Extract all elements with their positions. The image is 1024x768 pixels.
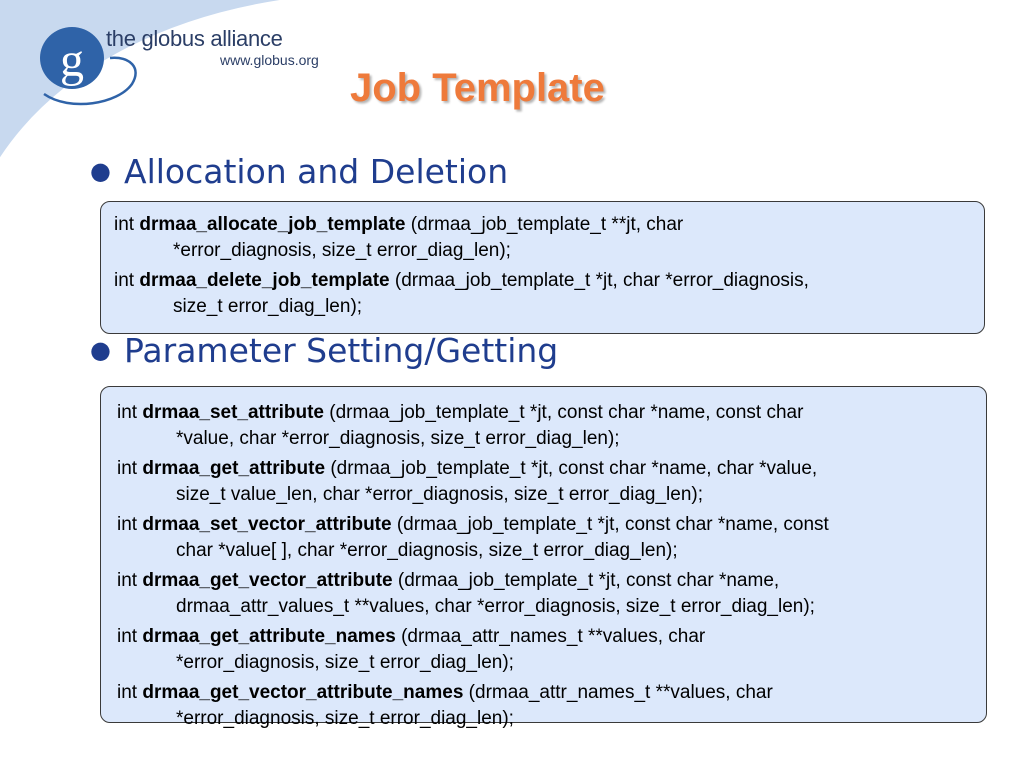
logo-name: the globus alliance (106, 26, 283, 51)
code-box-allocation: int drmaa_allocate_job_template (drmaa_j… (100, 201, 985, 334)
function-name: drmaa_get_attribute (142, 458, 326, 479)
function-args-continued: *error_diagnosis, size_t error_diag_len)… (176, 652, 514, 673)
function-args: (drmaa_job_template_t **jt, char (410, 214, 684, 235)
function-signature: int drmaa_get_attribute_names (drmaa_att… (117, 624, 972, 676)
return-type: int (117, 626, 138, 647)
function-name: drmaa_set_vector_attribute (142, 514, 392, 535)
function-args-continued: *error_diagnosis, size_t error_diag_len)… (176, 708, 514, 729)
header-swoosh: g (0, 0, 291, 161)
logo-url: www.globus.org (220, 52, 319, 68)
function-args-continued: *error_diagnosis, size_t error_diag_len)… (173, 240, 511, 261)
function-name: drmaa_get_attribute_names (142, 626, 396, 647)
slide-title: Job Template (350, 66, 605, 110)
bullet-dot-icon: ● (90, 336, 111, 364)
function-args: (drmaa_job_template_t *jt, const char *n… (397, 570, 780, 591)
function-signature: int drmaa_get_attribute (drmaa_job_templ… (117, 456, 972, 508)
function-signature: int drmaa_allocate_job_template (drmaa_j… (114, 212, 970, 264)
function-args-continued: size_t value_len, char *error_diagnosis,… (176, 484, 704, 505)
function-args: (drmaa_attr_names_t **values, char (401, 626, 706, 647)
function-name: drmaa_get_vector_attribute (142, 570, 393, 591)
bullet-allocation-deletion: ● Allocation and Deletion (90, 152, 508, 191)
function-signature: int drmaa_set_attribute (drmaa_job_templ… (117, 400, 972, 452)
bullet-parameter-setting: ● Parameter Setting/Getting (90, 331, 558, 370)
function-args: (drmaa_job_template_t *jt, const char *n… (329, 402, 804, 423)
function-args: (drmaa_job_template_t *jt, char *error_d… (394, 270, 809, 291)
function-name: drmaa_set_attribute (142, 402, 324, 423)
function-args-continued: drmaa_attr_values_t **values, char *erro… (176, 596, 815, 617)
return-type: int (117, 514, 138, 535)
bullet-heading: Allocation and Deletion (124, 152, 509, 191)
bullet-heading: Parameter Setting/Getting (124, 331, 559, 370)
function-name: drmaa_allocate_job_template (139, 214, 406, 235)
function-signature: int drmaa_delete_job_template (drmaa_job… (114, 268, 970, 320)
function-args: (drmaa_job_template_t *jt, const char *n… (330, 458, 818, 479)
code-box-parameters: int drmaa_set_attribute (drmaa_job_templ… (100, 386, 987, 729)
function-name: drmaa_delete_job_template (139, 270, 390, 291)
function-args: (drmaa_job_template_t *jt, const char *n… (396, 514, 829, 535)
function-signature: int drmaa_set_vector_attribute (drmaa_jo… (117, 512, 972, 564)
return-type: int (117, 570, 138, 591)
function-signature: int drmaa_get_vector_attribute_names (dr… (117, 680, 972, 732)
return-type: int (117, 682, 138, 703)
function-args-continued: char *value[ ], char *error_diagnosis, s… (176, 540, 678, 561)
return-type: int (117, 402, 138, 423)
return-type: int (114, 270, 135, 291)
return-type: int (114, 214, 135, 235)
function-name: drmaa_get_vector_attribute_names (142, 682, 464, 703)
function-signature: int drmaa_get_vector_attribute (drmaa_jo… (117, 568, 972, 620)
globus-logo-icon: g (40, 27, 137, 106)
return-type: int (117, 458, 138, 479)
logo-mark: g (60, 34, 84, 87)
function-args: (drmaa_attr_names_t **values, char (468, 682, 773, 703)
function-args-continued: *value, char *error_diagnosis, size_t er… (176, 428, 620, 449)
bullet-dot-icon: ● (90, 157, 111, 185)
function-args-continued: size_t error_diag_len); (173, 296, 363, 317)
